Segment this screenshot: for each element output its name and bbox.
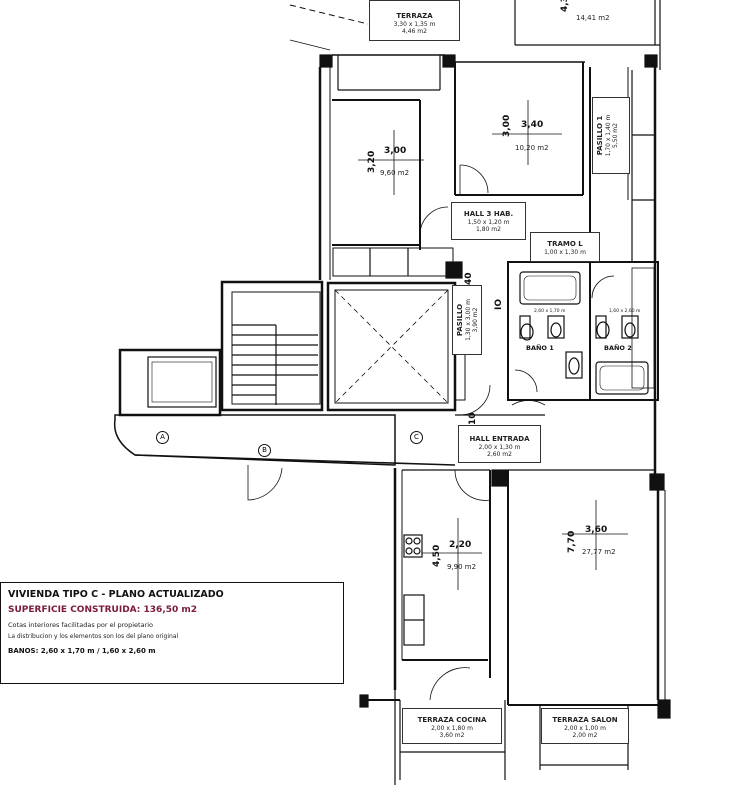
cocina-dim-h: 2,20 bbox=[449, 540, 472, 550]
marker-b: B bbox=[258, 444, 271, 457]
top-right-area: 14,41 m2 bbox=[576, 14, 610, 22]
terraza-salon-area: 2,00 m2 bbox=[572, 732, 598, 740]
terraza-cocina-title: TERRAZA COCINA bbox=[417, 716, 487, 724]
room-mid-dim-h: 3,40 bbox=[521, 120, 544, 130]
tramo-dims: 1,00 x 1,30 m bbox=[544, 248, 586, 256]
mark-10: 10 bbox=[468, 412, 478, 425]
cocina-dim-v: 4,50 bbox=[432, 544, 442, 567]
hall-hab-area: 1,80 m2 bbox=[476, 226, 501, 234]
tramo-title: TRAMO L bbox=[547, 240, 583, 248]
pasillo-2-area: 3,90 m2 bbox=[472, 307, 480, 333]
terraza-top-dims: 3,30 x 1,35 m bbox=[393, 20, 436, 28]
label-pasillo-2: PASILLO 1,30 x 3,00 m 3,90 m2 bbox=[452, 285, 482, 355]
hall-entrada-title: HALL ENTRADA bbox=[469, 435, 530, 443]
salon-area: 27,77 m2 bbox=[582, 548, 616, 556]
marker-c: C bbox=[410, 431, 423, 444]
bano2-dims: 1,60 x 2,60 m bbox=[609, 309, 641, 314]
legend-note-1: Cotas interiores facilitadas por el prop… bbox=[8, 621, 154, 629]
pasillo-2-dims: 1,30 x 3,00 m bbox=[464, 299, 472, 341]
legend-note-2: La distribucion y los elementos son los … bbox=[8, 633, 179, 640]
room-mid-area: 10,20 m2 bbox=[515, 144, 549, 152]
salon-dim-v: 7,70 bbox=[567, 530, 577, 553]
terraza-top-area: 4,46 m2 bbox=[402, 28, 427, 36]
mark-40: 40 bbox=[464, 272, 474, 285]
legend-banos: BANOS: 2,60 x 1,70 m / 1,60 x 2,60 m bbox=[8, 647, 156, 655]
bano1-dims: 2,60 x 1,70 m bbox=[534, 309, 566, 314]
bano1-title: BAÑO 1 bbox=[526, 344, 554, 352]
label-terraza-top: TERRAZA 3,30 x 1,35 m 4,46 m2 bbox=[369, 0, 460, 41]
salon-dim-h: 3,60 bbox=[585, 525, 608, 535]
legend-subtitle: SUPERFICIE CONSTRUIDA: 136,50 m2 bbox=[8, 605, 198, 615]
room-left-area: 9,60 m2 bbox=[380, 169, 410, 177]
label-tramo: TRAMO L 1,00 x 1,30 m bbox=[530, 232, 600, 262]
pasillo-2-title: PASILLO bbox=[456, 303, 464, 337]
mark-io: IO bbox=[494, 299, 504, 310]
room-left-dim-h: 3,00 bbox=[384, 146, 407, 156]
pasillo-1-dims: 1,70 x 1,40 m bbox=[604, 114, 612, 157]
label-pasillo-1: PASILLO 1 1,70 x 1,40 m 5,50 m2 bbox=[592, 97, 630, 174]
legend-title: VIVIENDA TIPO C - PLANO ACTUALIZADO bbox=[8, 589, 224, 600]
terraza-cocina-area: 3,60 m2 bbox=[439, 732, 465, 740]
room-mid-dim-v: 3,00 bbox=[502, 114, 512, 137]
terraza-cocina-dims: 2,00 x 1,80 m bbox=[431, 724, 473, 732]
label-hall-hab: HALL 3 HAB. 1,50 x 1,20 m 1,80 m2 bbox=[451, 202, 526, 240]
label-hall-entrada: HALL ENTRADA 2,00 x 1,30 m 2,60 m2 bbox=[458, 425, 541, 463]
cocina-area: 9,90 m2 bbox=[447, 563, 477, 571]
marker-a: A bbox=[156, 431, 169, 444]
top-right-dim-v: 4,30 bbox=[560, 0, 570, 12]
terraza-top-title: TERRAZA bbox=[396, 12, 433, 20]
pasillo-1-title: PASILLO 1 bbox=[596, 115, 604, 156]
label-terraza-cocina: TERRAZA COCINA 2,00 x 1,80 m 3,60 m2 bbox=[402, 708, 502, 744]
label-terraza-salon: TERRAZA SALON 2,00 x 1,00 m 2,00 m2 bbox=[541, 708, 629, 744]
hall-hab-dims: 1,50 x 1,20 m bbox=[467, 218, 510, 226]
hall-hab-title: HALL 3 HAB. bbox=[463, 210, 514, 218]
pasillo-1-area: 5,50 m2 bbox=[612, 123, 620, 148]
room-left-dim-v: 3,20 bbox=[367, 150, 377, 173]
terraza-salon-title: TERRAZA SALON bbox=[552, 716, 618, 724]
bano2-title: BAÑO 2 bbox=[604, 344, 632, 352]
terraza-salon-dims: 2,00 x 1,00 m bbox=[564, 724, 606, 732]
plan-legend: VIVIENDA TIPO C - PLANO ACTUALIZADO SUPE… bbox=[0, 582, 344, 684]
hall-entrada-dims: 2,00 x 1,30 m bbox=[478, 443, 521, 451]
hall-entrada-area: 2,60 m2 bbox=[487, 451, 512, 459]
